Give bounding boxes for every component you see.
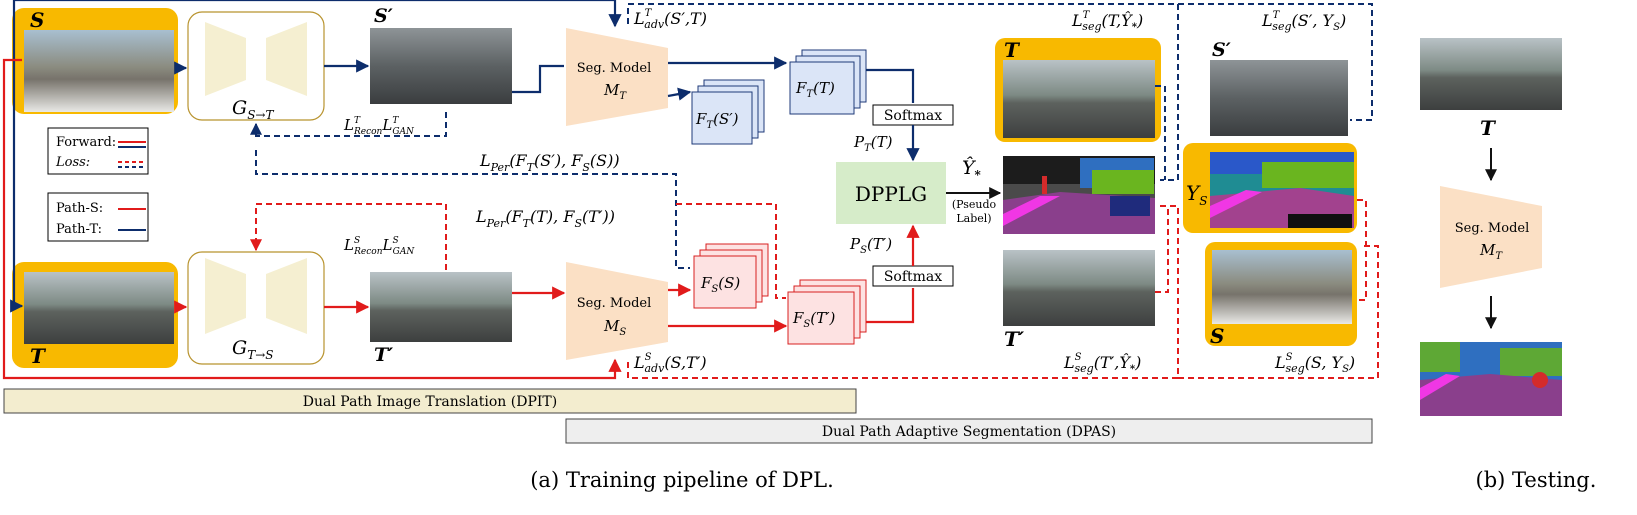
feature-fs-s: FS(S) xyxy=(693,243,769,309)
test-output-map xyxy=(1420,342,1562,416)
s-prime-image-right: S′ xyxy=(1210,39,1348,136)
caption-b: (b) Testing. xyxy=(1476,468,1597,492)
seg-model-target-symbol: MT xyxy=(603,81,627,102)
legend-path-s-label: Path-S: xyxy=(56,201,103,216)
legend-box-lines xyxy=(47,127,149,175)
softmax-top-label: Softmax xyxy=(884,108,942,124)
target-right-label: T xyxy=(1004,38,1021,62)
s-prime-label: S′ xyxy=(374,5,393,27)
feature-ft-t-label: FT(T) xyxy=(795,79,835,100)
target-right-image xyxy=(1003,60,1155,138)
translator-s-to-t-label: GS→T xyxy=(232,97,274,122)
feature-fs-t-prime-label: FS(T′) xyxy=(792,309,836,330)
test-input-image xyxy=(1420,38,1562,110)
test-input-label: T xyxy=(1480,116,1497,140)
source-right-label: S xyxy=(1210,324,1224,348)
feature-ft-s-prime: FT(S′) xyxy=(691,79,765,145)
t-prime-image-right: T′ xyxy=(1003,250,1155,351)
dpplg-block xyxy=(836,162,946,224)
softmax-bottom-label: Softmax xyxy=(884,269,942,285)
seg-model-source-symbol: MS xyxy=(603,317,626,338)
translated-source: S′ xyxy=(370,5,512,104)
target-image-right: T xyxy=(995,38,1161,142)
pseudo-label-map xyxy=(1003,156,1155,234)
pseudo-label-symbol: Ŷ* xyxy=(962,156,982,182)
seg-model-target-title: Seg. Model xyxy=(577,61,652,76)
translator-s-to-t: GS→T xyxy=(187,11,325,122)
t-prime-image xyxy=(370,272,512,342)
prob-target-label: PT(T) xyxy=(853,133,893,154)
ys-label: YS xyxy=(1186,181,1207,208)
dpas-bar xyxy=(565,418,1373,444)
caption-a: (a) Training pipeline of DPL. xyxy=(530,468,834,492)
s-prime-right-label: S′ xyxy=(1212,39,1231,61)
t-prime-right-image xyxy=(1003,250,1155,326)
seg-model-source: Seg. Model MS xyxy=(566,262,668,360)
dpplg-label: DPPLG xyxy=(855,182,927,206)
source-right-image xyxy=(1212,250,1352,324)
test-seg-model-symbol: MT xyxy=(1479,241,1503,262)
seg-model-source-title: Seg. Model xyxy=(577,296,652,311)
feature-ft-t: FT(T) xyxy=(789,49,867,115)
source-image-right: S xyxy=(1205,242,1357,348)
test-seg-model-title: Seg. Model xyxy=(1455,221,1530,236)
target-label: T xyxy=(30,344,47,368)
translated-target: T′ xyxy=(370,272,512,366)
translator-t-to-s: GT→S xyxy=(187,251,325,365)
source-input: S xyxy=(12,8,178,114)
feature-fs-s-label: FS(S) xyxy=(700,274,740,295)
forward-arrows xyxy=(2,0,1002,380)
legend-box-paths xyxy=(47,192,149,242)
legend: Forward: Loss: Path-S: Path-T: xyxy=(47,127,149,242)
s-prime-right-image xyxy=(1210,60,1348,136)
loss-arrows xyxy=(250,3,1379,379)
source-image xyxy=(24,30,174,112)
t-prime-right-label: T′ xyxy=(1004,327,1025,351)
legend-forward-label: Forward: xyxy=(56,135,116,150)
target-input: T xyxy=(12,262,178,368)
dpit-label: Dual Path Image Translation (DPIT) xyxy=(303,394,557,410)
loss-perceptual-2: LPer(FT(T), FS(T′)) xyxy=(475,207,615,230)
legend-loss-label: Loss: xyxy=(55,155,90,170)
loss-perceptual-1: LPer(FT(S′), FS(S)) xyxy=(479,151,620,174)
testing-panel: T Seg. Model MT xyxy=(1420,38,1562,416)
pseudo-label-line2: Label) xyxy=(956,212,991,225)
legend-path-t-label: Path-T: xyxy=(56,222,102,237)
feature-fs-t-prime: FS(T′) xyxy=(787,279,867,345)
dpit-bar xyxy=(3,388,857,414)
pseudo-label-line1: (Pseudo xyxy=(952,198,997,211)
seg-model-target: Seg. Model MT xyxy=(566,28,668,126)
prob-source-label: PS(T′) xyxy=(849,235,892,256)
ys-label-map: YS xyxy=(1183,143,1357,233)
dpas-label: Dual Path Adaptive Segmentation (DPAS) xyxy=(822,424,1116,440)
translator-t-to-s-label: GT→S xyxy=(232,337,273,362)
feature-ft-s-prime-label: FT(S′) xyxy=(695,110,739,131)
target-image xyxy=(24,272,174,344)
s-prime-image xyxy=(370,28,512,104)
t-prime-label: T′ xyxy=(374,344,393,366)
source-label: S xyxy=(30,8,44,32)
